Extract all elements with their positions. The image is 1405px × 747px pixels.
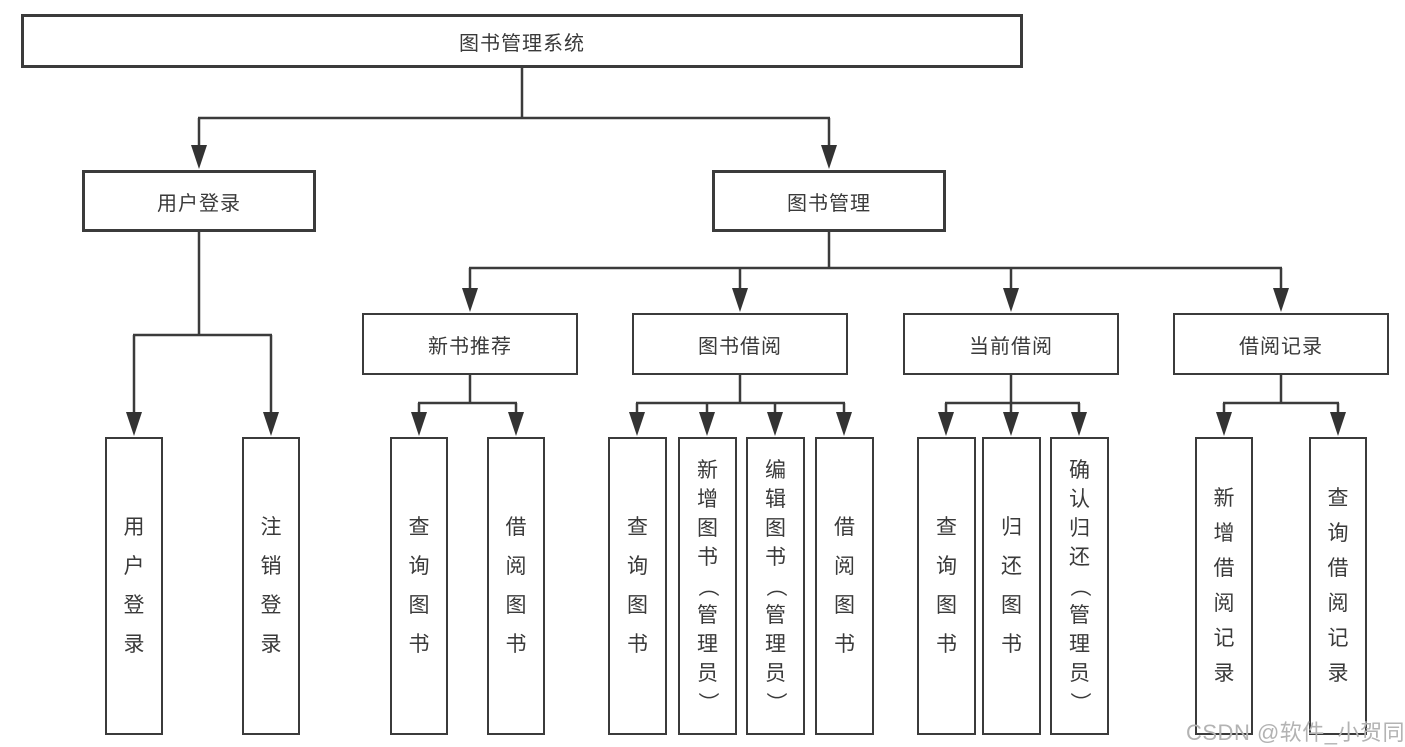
connector-new-book-recommend-to-leaves (417, 375, 518, 420)
leaf-borrow-books-recommend: 借阅图书 (487, 437, 545, 735)
leaf-return-book: 归还图书 (982, 437, 1041, 735)
node-borrow-records: 借阅记录 (1173, 313, 1389, 375)
leaf-borrow-books: 借阅图书 (815, 437, 874, 735)
node-label: 图书借阅 (698, 335, 782, 358)
leaf-add-book-admin: 新增图书（管理员） (678, 437, 737, 735)
node-label: 用户登录 (157, 192, 241, 215)
csdn-watermark: CSDN @软件_小贺同学 (1186, 720, 1405, 745)
leaf-query-borrow-record: 查询借阅记录 (1309, 437, 1367, 735)
node-current-borrow: 当前借阅 (903, 313, 1119, 375)
leaf-query-books-current: 查询图书 (917, 437, 976, 735)
connector-borrow-records-to-leaves (1222, 375, 1340, 420)
node-user-login: 用户登录 (82, 170, 316, 232)
leaf-add-borrow-record: 新增借阅记录 (1195, 437, 1253, 735)
leaf-confirm-return-admin: 确认归还（管理员） (1050, 437, 1109, 735)
node-label: 图书管理系统 (459, 32, 585, 55)
leaf-edit-book-admin: 编辑图书（管理员） (746, 437, 805, 735)
connector-root-to-level2 (197, 68, 831, 150)
leaf-query-books-recommend: 查询图书 (390, 437, 448, 735)
leaf-user-login: 用户登录 (105, 437, 163, 735)
node-book-management: 图书管理 (712, 170, 946, 232)
leaf-query-books-borrow: 查询图书 (608, 437, 667, 735)
connector-book-management-to-level3 (468, 232, 1283, 295)
node-label: 图书管理 (787, 192, 871, 215)
connector-current-borrow-to-leaves (944, 375, 1081, 420)
node-root-book-management-system: 图书管理系统 (21, 14, 1023, 68)
node-label: 借阅记录 (1239, 335, 1323, 358)
connector-book-borrow-to-leaves (635, 375, 846, 420)
node-book-borrow: 图书借阅 (632, 313, 848, 375)
node-label: 当前借阅 (969, 335, 1053, 358)
node-label: 新书推荐 (428, 335, 512, 358)
node-new-book-recommend: 新书推荐 (362, 313, 578, 375)
leaf-logout: 注销登录 (242, 437, 300, 735)
connector-user-login-to-leaves (132, 232, 273, 420)
